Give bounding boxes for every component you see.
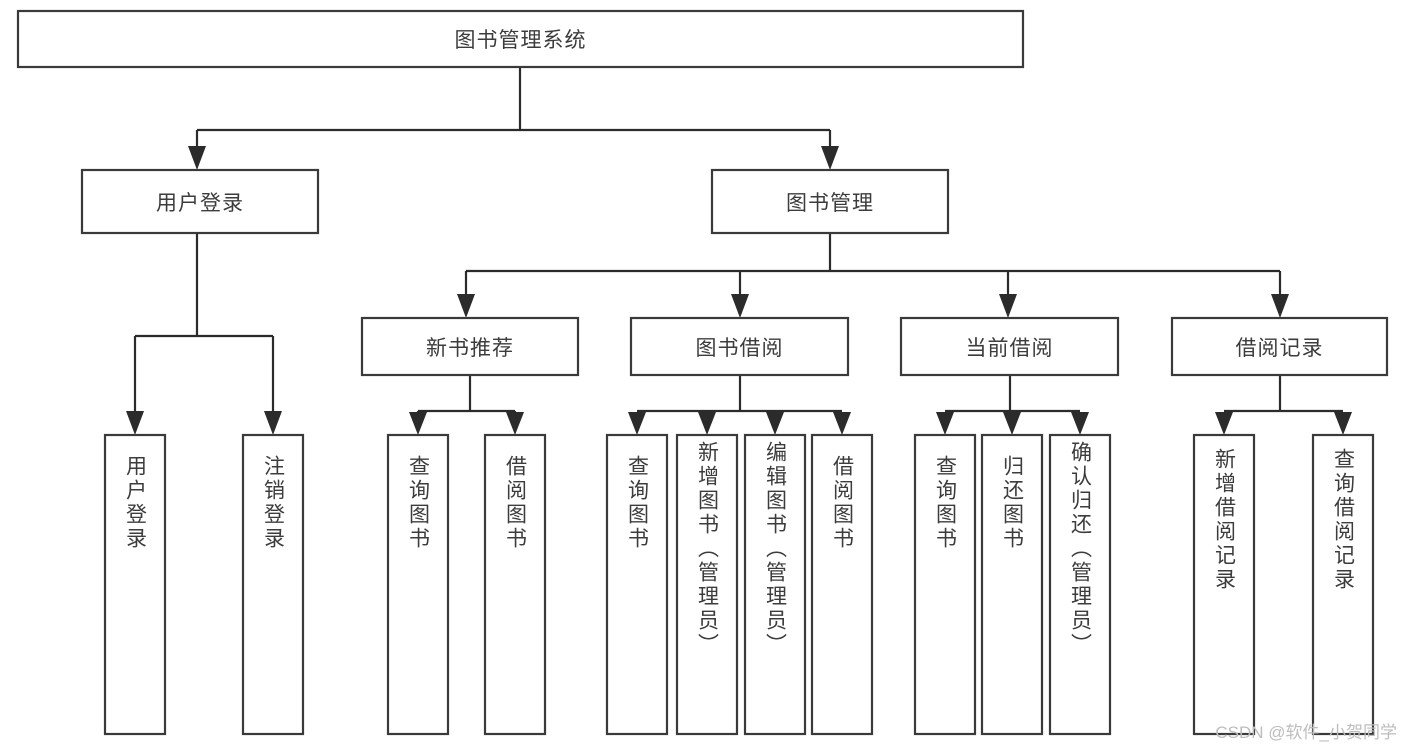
connector-group-root (188, 67, 839, 170)
node-box-borrow-record[interactable] (1170, 316, 1389, 377)
arrow-head-borrowrecord-2 (1334, 412, 1352, 435)
node-box-leaf-borrow-record-0[interactable] (1192, 433, 1256, 736)
arrow-head-bookmanage-4 (1271, 294, 1289, 318)
arrow-head-userlogin-1 (126, 411, 144, 435)
node-box-leaf-book-borrow-0[interactable] (605, 433, 669, 736)
node-box-leaf-current-borrow-2[interactable] (1048, 433, 1112, 736)
node-box-new-book-recommend[interactable] (360, 316, 580, 377)
connector-group-book-manage (457, 233, 1289, 318)
connector-group-new-book (409, 375, 524, 435)
connector-group-borrow-record (1215, 375, 1352, 435)
node-box-current-borrow[interactable] (899, 316, 1120, 377)
node-box-leaf-borrow-record-1[interactable] (1311, 433, 1375, 736)
node-box-book-borrow[interactable] (629, 316, 850, 377)
arrow-head-borrowrecord-1 (1215, 412, 1233, 435)
arrow-head-currentborrow-2 (1003, 412, 1021, 435)
arrow-head-bookmanage-2 (731, 294, 749, 318)
node-box-leaf-current-borrow-1[interactable] (980, 433, 1044, 736)
node-box-leaf-new-book-1[interactable] (483, 433, 547, 736)
node-box-leaf-book-borrow-3[interactable] (810, 433, 874, 736)
arrow-head-newbook-1 (409, 412, 427, 435)
arrow-head-bookborrow-4 (833, 412, 851, 435)
node-box-leaf-user-login-1[interactable] (241, 433, 305, 736)
node-box-root[interactable] (16, 9, 1025, 69)
arrow-head-currentborrow-1 (936, 412, 954, 435)
node-box-leaf-book-borrow-1[interactable] (675, 433, 739, 736)
node-box-book-manage[interactable] (710, 168, 950, 235)
arrow-head-root-2 (821, 146, 839, 170)
arrow-head-userlogin-2 (264, 411, 282, 435)
connector-group-user-login (126, 233, 282, 435)
arrow-head-bookborrow-2 (698, 412, 716, 435)
node-box-leaf-book-borrow-2[interactable] (743, 433, 807, 736)
node-box-leaf-new-book-0[interactable] (386, 433, 450, 736)
arrow-head-newbook-2 (506, 412, 524, 435)
arrow-head-bookmanage-1 (457, 294, 475, 318)
connector-group-book-borrow (628, 375, 851, 435)
arrow-head-root-1 (188, 146, 206, 170)
node-box-leaf-current-borrow-0[interactable] (913, 433, 977, 736)
node-box-leaf-user-login-0[interactable] (103, 433, 167, 736)
connector-group-current-borrow (936, 375, 1089, 435)
arrow-head-bookborrow-1 (628, 412, 646, 435)
arrow-head-bookborrow-3 (766, 412, 784, 435)
arrow-head-bookmanage-3 (999, 294, 1017, 318)
arrow-head-currentborrow-3 (1071, 412, 1089, 435)
node-box-user-login[interactable] (80, 168, 320, 235)
